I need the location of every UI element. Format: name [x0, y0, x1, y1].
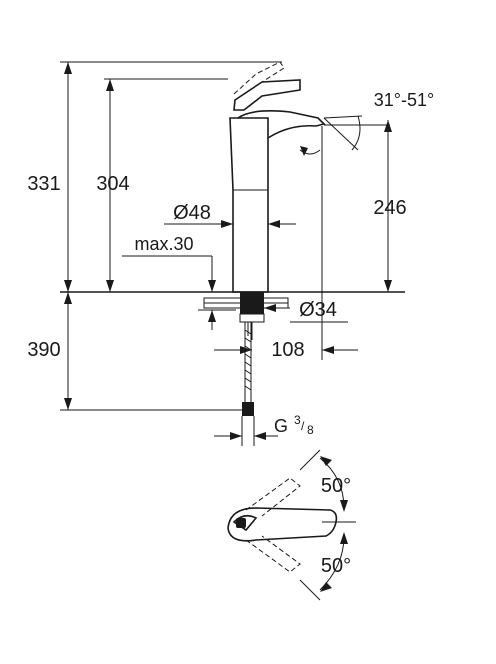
- dim-diameter-34: Ø34: [299, 299, 337, 321]
- dim-angle-31-51: 31°-51°: [374, 90, 434, 110]
- dim-rotation-up: 50°: [321, 475, 351, 497]
- dim-diameter-48: Ø48: [173, 202, 211, 224]
- dim-304: 304: [96, 173, 129, 195]
- diameter-symbol: Ø: [173, 202, 189, 224]
- dim-rotation-down: 50°: [321, 555, 351, 577]
- dim-108: 108: [271, 339, 304, 361]
- dim-thread: G: [274, 416, 288, 436]
- dim-331: 331: [27, 173, 60, 195]
- diameter-value: 48: [189, 202, 211, 224]
- thread-slash: /: [301, 419, 305, 433]
- thread-numerator: 3: [294, 413, 301, 427]
- supply-hose: [242, 322, 254, 416]
- thread-denominator: 8: [307, 423, 314, 437]
- thread-prefix: G: [274, 416, 288, 436]
- plan-view: 50° 50°: [227, 449, 356, 601]
- dim-246: 246: [373, 197, 406, 219]
- dim-390: 390: [27, 339, 60, 361]
- diameter-value-34: 34: [315, 299, 337, 321]
- spout-angle: 31°-51°: [299, 90, 434, 292]
- dim-max-30: max.30: [134, 234, 193, 254]
- faucet-body: [229, 61, 326, 293]
- diameter-symbol-34: Ø: [299, 299, 315, 321]
- mounting-assembly: [203, 292, 289, 340]
